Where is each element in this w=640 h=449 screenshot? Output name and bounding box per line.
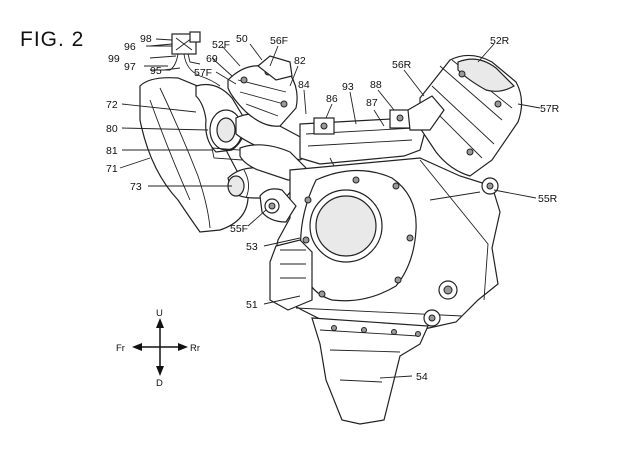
- side-cover-53: [300, 169, 417, 302]
- label-87: 87: [366, 97, 378, 109]
- label-80: 80: [106, 123, 118, 135]
- intake-duct-72: [195, 83, 246, 161]
- sensor-unit-96: [149, 31, 221, 87]
- direction-up: U: [156, 308, 163, 319]
- label-56R: 56R: [392, 59, 412, 71]
- reference-labels: 98 96 99 97 95 69 52F 50 57F 56F 82 84 8…: [106, 33, 560, 383]
- label-73: 73: [130, 181, 142, 193]
- label-93: 93: [342, 81, 354, 93]
- direction-front: Fr: [116, 343, 125, 354]
- label-53: 53: [246, 241, 258, 253]
- label-82: 82: [294, 55, 306, 67]
- label-72: 72: [106, 99, 118, 111]
- label-86: 86: [326, 93, 338, 105]
- label-57R: 57R: [540, 103, 560, 115]
- label-51: 51: [246, 299, 258, 311]
- oil-pan-54: [311, 317, 429, 425]
- figure-title: FIG. 2: [20, 28, 85, 51]
- label-52R: 52R: [490, 35, 510, 47]
- front-mount-55F: [259, 188, 297, 223]
- label-84: 84: [298, 79, 310, 91]
- label-99: 99: [108, 53, 120, 65]
- label-50: 50: [236, 33, 248, 45]
- label-97: 97: [124, 61, 136, 73]
- label-98: 98: [140, 33, 152, 45]
- starter-unit: [269, 239, 313, 311]
- label-69: 69: [206, 53, 218, 65]
- label-55F: 55F: [230, 223, 248, 235]
- label-56F: 56F: [270, 35, 288, 47]
- direction-down: D: [156, 378, 163, 389]
- leader-lines: [119, 38, 541, 379]
- label-52F: 52F: [212, 39, 230, 51]
- label-95: 95: [150, 65, 162, 77]
- direction-compass: U D Fr Rr: [116, 308, 200, 389]
- label-96: 96: [124, 41, 136, 53]
- direction-rear: Rr: [190, 343, 200, 354]
- label-55R: 55R: [538, 193, 558, 205]
- rear-cylinder-head-52R: [407, 54, 523, 177]
- fuel-rail-93: [299, 109, 427, 173]
- label-81: 81: [106, 145, 118, 157]
- label-57F: 57F: [194, 67, 212, 79]
- label-54: 54: [416, 371, 428, 383]
- label-88: 88: [370, 79, 382, 91]
- label-71: 71: [106, 163, 118, 175]
- front-cylinder-head-52F: [227, 55, 298, 127]
